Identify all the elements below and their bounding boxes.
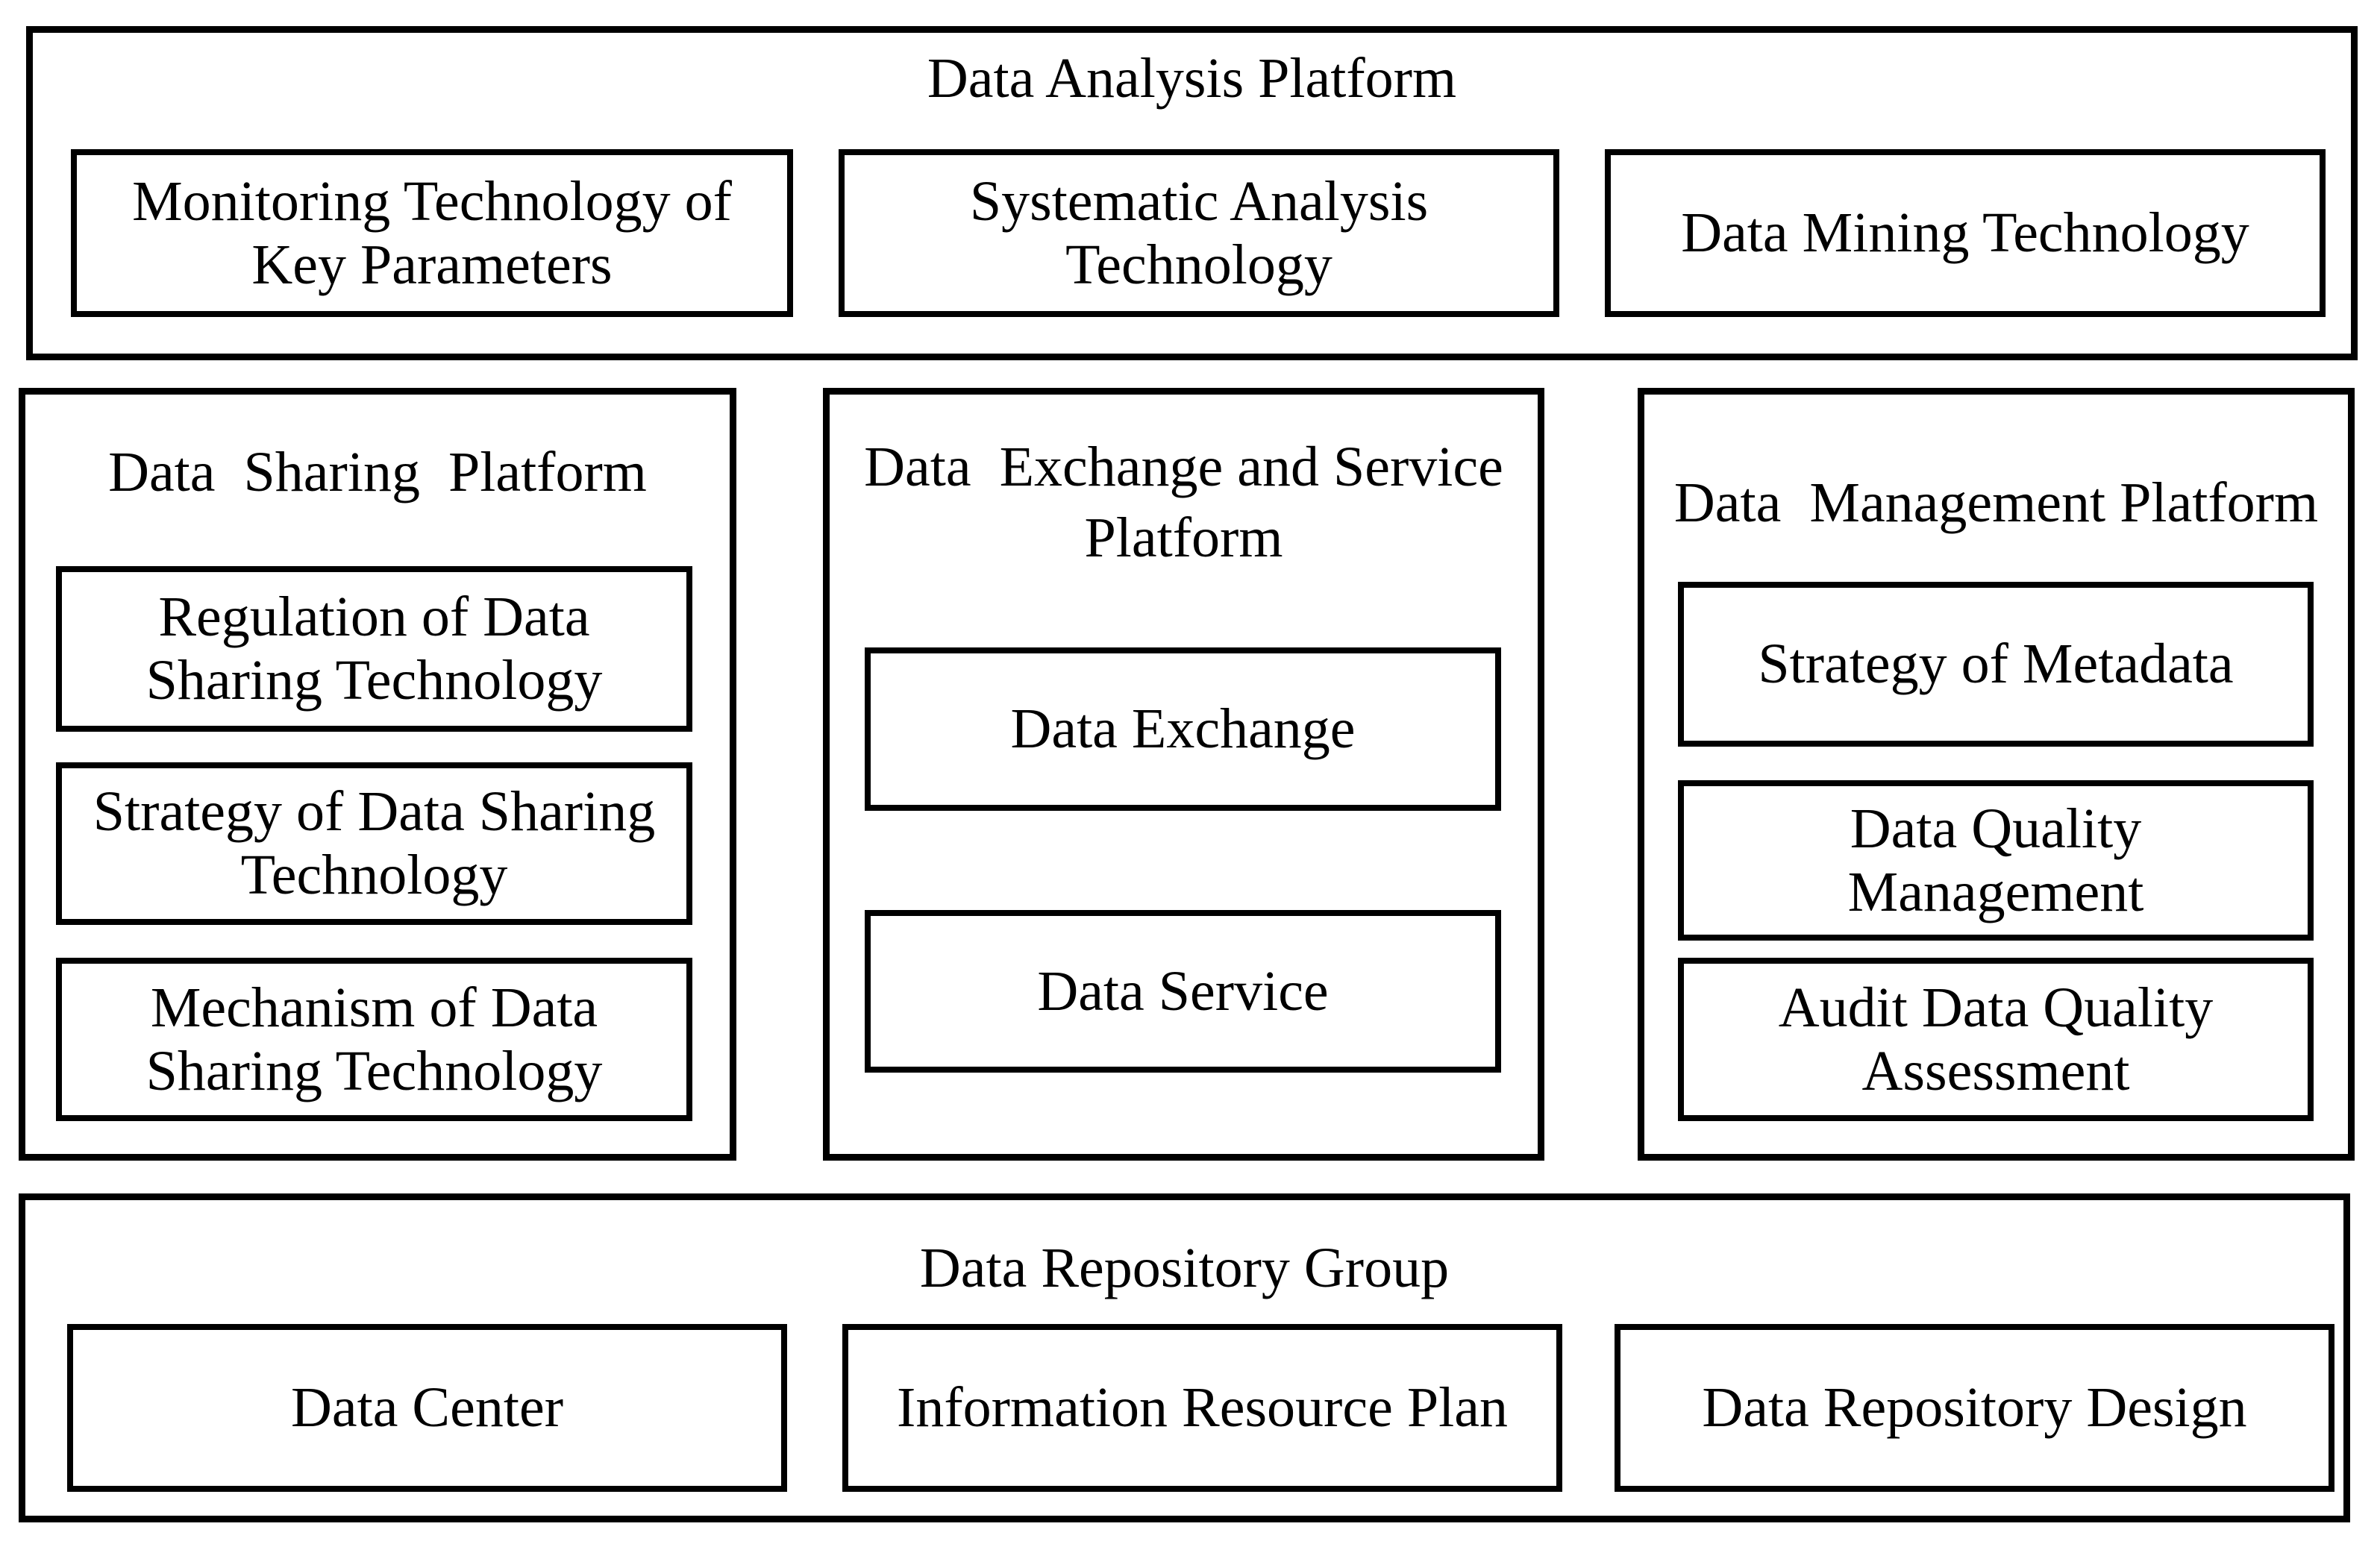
monitoring-technology-box: Monitoring Technology of Key Parameters (71, 149, 793, 317)
data-analysis-platform-box: Data Analysis Platform Monitoring Techno… (26, 26, 2358, 360)
data-center-box: Data Center (67, 1324, 787, 1492)
data-sharing-platform-title: Data Sharing Platform (108, 441, 647, 503)
data-mining-label: Data Mining Technology (1681, 201, 2249, 264)
information-resource-plan-label: Information Resource Plan (897, 1376, 1508, 1439)
data-analysis-platform-title: Data Analysis Platform (927, 47, 1457, 110)
data-repository-group-box: Data Repository Group Data Center Inform… (19, 1193, 2350, 1522)
audit-data-quality-box: Audit Data Quality Assessment (1678, 958, 2314, 1121)
data-repository-design-label: Data Repository Design (1702, 1376, 2247, 1439)
data-center-label: Data Center (290, 1376, 564, 1439)
data-mining-box: Data Mining Technology (1605, 149, 2326, 317)
data-repository-group-title: Data Repository Group (919, 1237, 1450, 1299)
regulation-of-data-sharing-box: Regulation of Data Sharing Technology (56, 566, 692, 732)
information-resource-plan-box: Information Resource Plan (842, 1324, 1562, 1492)
data-exchange-box: Data Exchange (865, 647, 1501, 811)
data-management-platform-box: Data Management Platform Strategy of Met… (1638, 388, 2355, 1161)
systematic-analysis-box: Systematic Analysis Technology (839, 149, 1559, 317)
data-exchange-service-platform-title: Data Exchange and Service Platform (864, 436, 1503, 569)
data-service-box: Data Service (865, 910, 1501, 1073)
data-quality-management-box: Data Quality Management (1678, 780, 2314, 941)
data-sharing-platform-box: Data Sharing Platform Regulation of Data… (19, 388, 736, 1161)
data-exchange-service-platform-box: Data Exchange and Service Platform Data … (823, 388, 1544, 1161)
mechanism-of-data-sharing-label: Mechanism of Data Sharing Technology (145, 976, 603, 1102)
audit-data-quality-label: Audit Data Quality Assessment (1778, 976, 2214, 1102)
mechanism-of-data-sharing-box: Mechanism of Data Sharing Technology (56, 958, 692, 1121)
data-management-platform-title: Data Management Platform (1673, 471, 2319, 534)
strategy-of-data-sharing-box: Strategy of Data Sharing Technology (56, 762, 692, 925)
data-exchange-label: Data Exchange (1010, 697, 1356, 760)
monitoring-technology-label: Monitoring Technology of Key Parameters (132, 169, 732, 296)
systematic-analysis-label: Systematic Analysis Technology (969, 169, 1429, 296)
strategy-of-metadata-label: Strategy of Metadata (1758, 633, 2234, 695)
data-quality-management-label: Data Quality Management (1847, 797, 2144, 923)
data-service-label: Data Service (1037, 959, 1329, 1023)
regulation-of-data-sharing-label: Regulation of Data Sharing Technology (145, 586, 603, 712)
strategy-of-data-sharing-label: Strategy of Data Sharing Technology (93, 780, 656, 906)
strategy-of-metadata-box: Strategy of Metadata (1678, 582, 2314, 747)
data-repository-design-box: Data Repository Design (1615, 1324, 2334, 1492)
